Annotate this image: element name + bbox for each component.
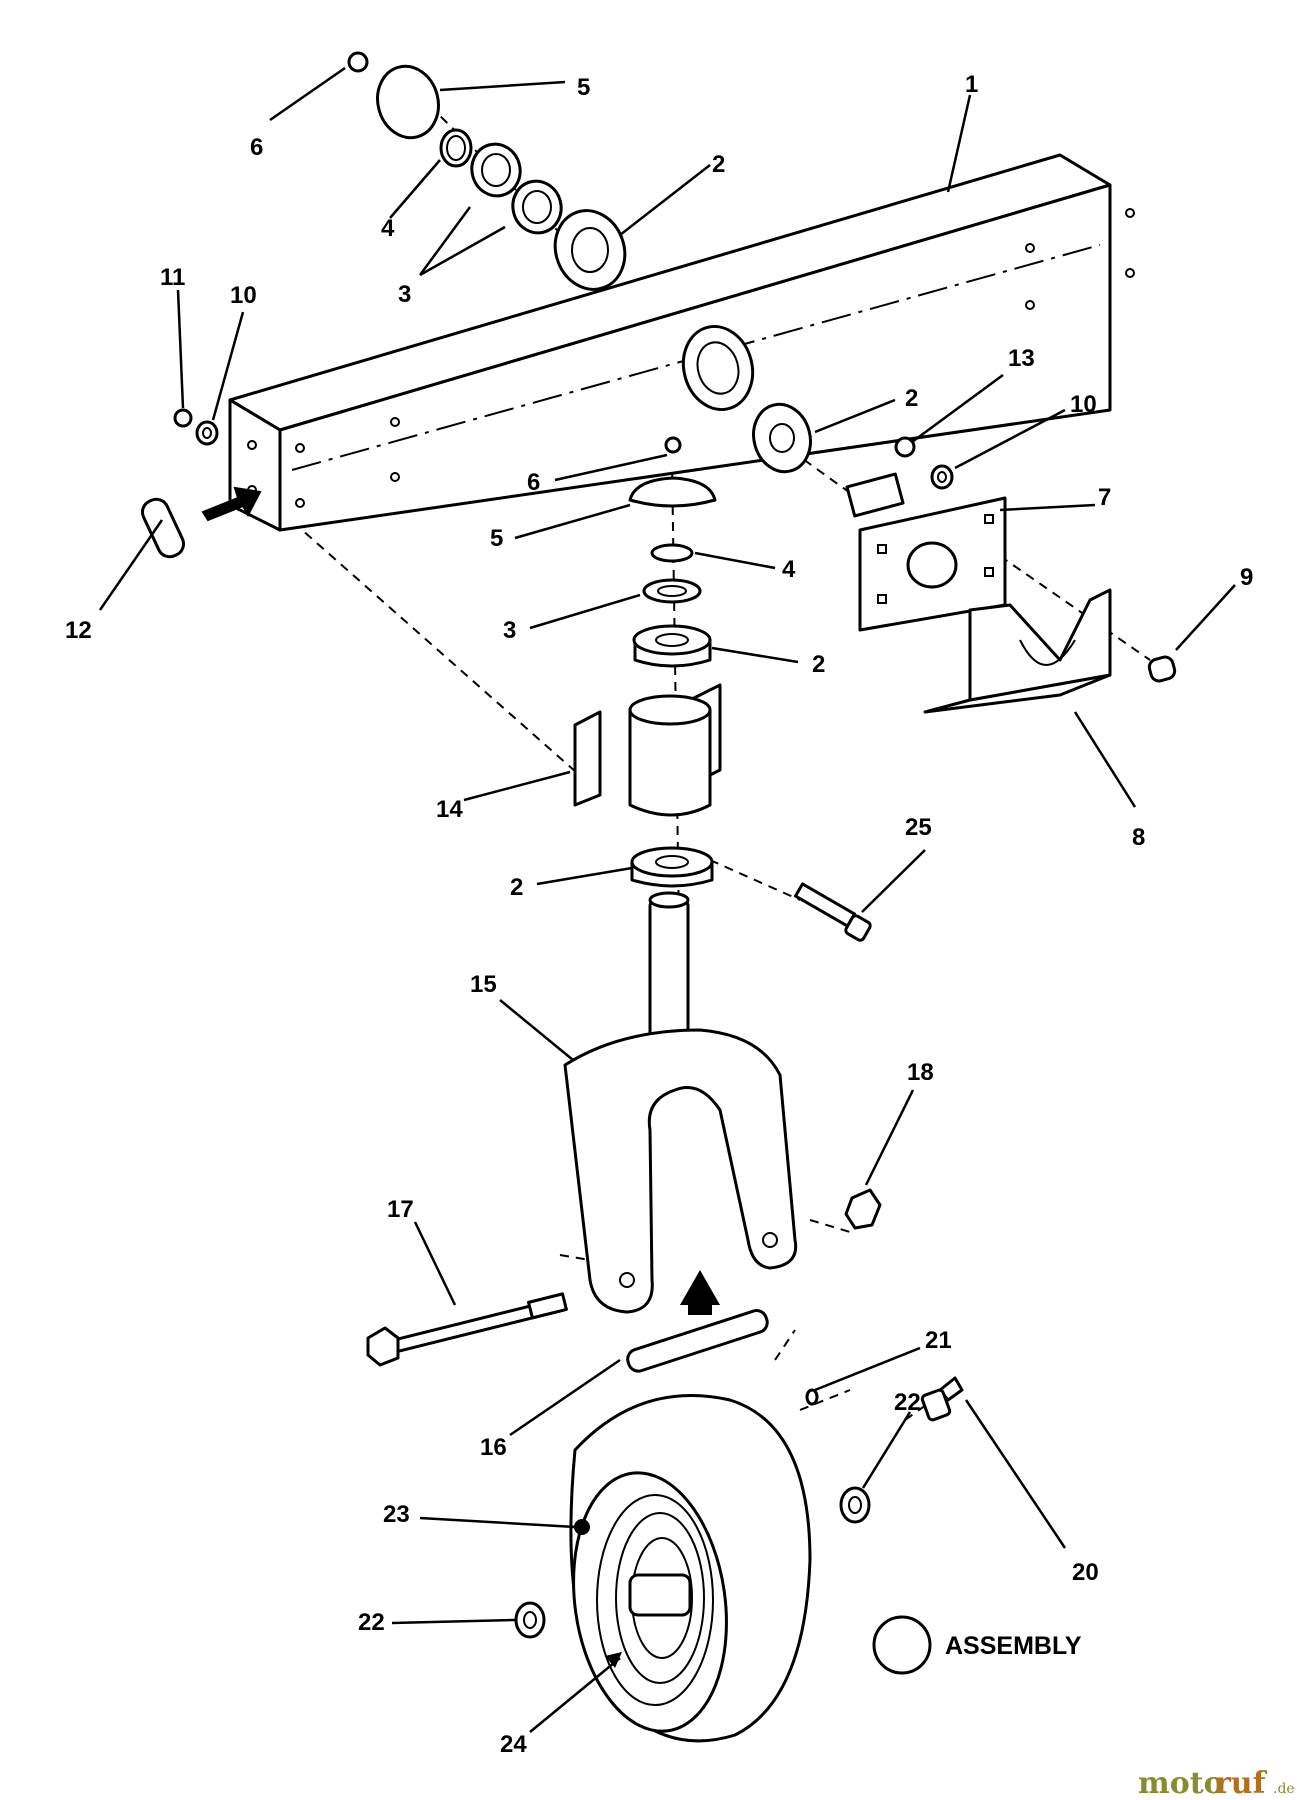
callout-4: 4 xyxy=(381,215,395,242)
watermark: moto ruf .de xyxy=(1138,1766,1295,1800)
left-hardware xyxy=(140,408,262,559)
callout-10: 10 xyxy=(1070,391,1097,418)
callout-7: 7 xyxy=(1098,484,1111,511)
assembly-label: ASSEMBLY xyxy=(945,1632,1082,1660)
callout-17: 17 xyxy=(387,1196,414,1223)
callout-8: 8 xyxy=(1132,824,1145,851)
callout-23: 23 xyxy=(383,1501,410,1528)
callout-12: 12 xyxy=(65,617,92,644)
watermark-suffix: .de xyxy=(1273,1781,1295,1797)
right-hardware xyxy=(752,402,1177,714)
callout-3: 3 xyxy=(503,617,516,644)
axle-hardware xyxy=(366,1188,882,1373)
callout-18: 18 xyxy=(907,1059,934,1086)
frame-tube xyxy=(228,153,1135,532)
callout-1: 1 xyxy=(965,71,978,98)
callout-22: 22 xyxy=(894,1389,921,1416)
callout-4: 4 xyxy=(782,556,796,583)
callout-5: 5 xyxy=(490,525,503,552)
assembly-legend: ASSEMBLY xyxy=(872,1615,1082,1675)
callout-15: 15 xyxy=(470,971,497,998)
watermark-moto: moto xyxy=(1138,1766,1224,1800)
center-swivel-stack xyxy=(573,436,722,888)
callout-3: 3 xyxy=(398,281,411,308)
callout-25: 25 xyxy=(905,814,932,841)
callout-2: 2 xyxy=(712,151,725,178)
leader-lines xyxy=(98,66,1236,1733)
callout-24: 24 xyxy=(500,1731,527,1758)
assembly-circle xyxy=(872,1615,932,1675)
bolt-25 xyxy=(794,882,872,942)
callout-2: 2 xyxy=(510,874,523,901)
callout-5: 5 xyxy=(577,74,590,101)
callout-11: 11 xyxy=(160,264,185,291)
callout-20: 20 xyxy=(1072,1559,1099,1586)
callout-6: 6 xyxy=(250,134,263,161)
callout-2: 2 xyxy=(905,385,918,412)
callout-6: 6 xyxy=(527,469,540,496)
top-cap-stack xyxy=(347,51,627,291)
callout-13: 13 xyxy=(1008,345,1035,372)
callout-10: 10 xyxy=(230,282,257,309)
callout-2: 2 xyxy=(812,651,825,678)
caster-fork xyxy=(563,891,798,1315)
callout-14: 14 xyxy=(436,796,463,823)
callout-16: 16 xyxy=(480,1434,507,1461)
watermark-ruf: ruf xyxy=(1215,1766,1268,1800)
wheel-assembly xyxy=(514,1376,964,1743)
callout-9: 9 xyxy=(1240,564,1253,591)
callout-21: 21 xyxy=(925,1327,952,1354)
callout-22: 22 xyxy=(358,1609,385,1636)
